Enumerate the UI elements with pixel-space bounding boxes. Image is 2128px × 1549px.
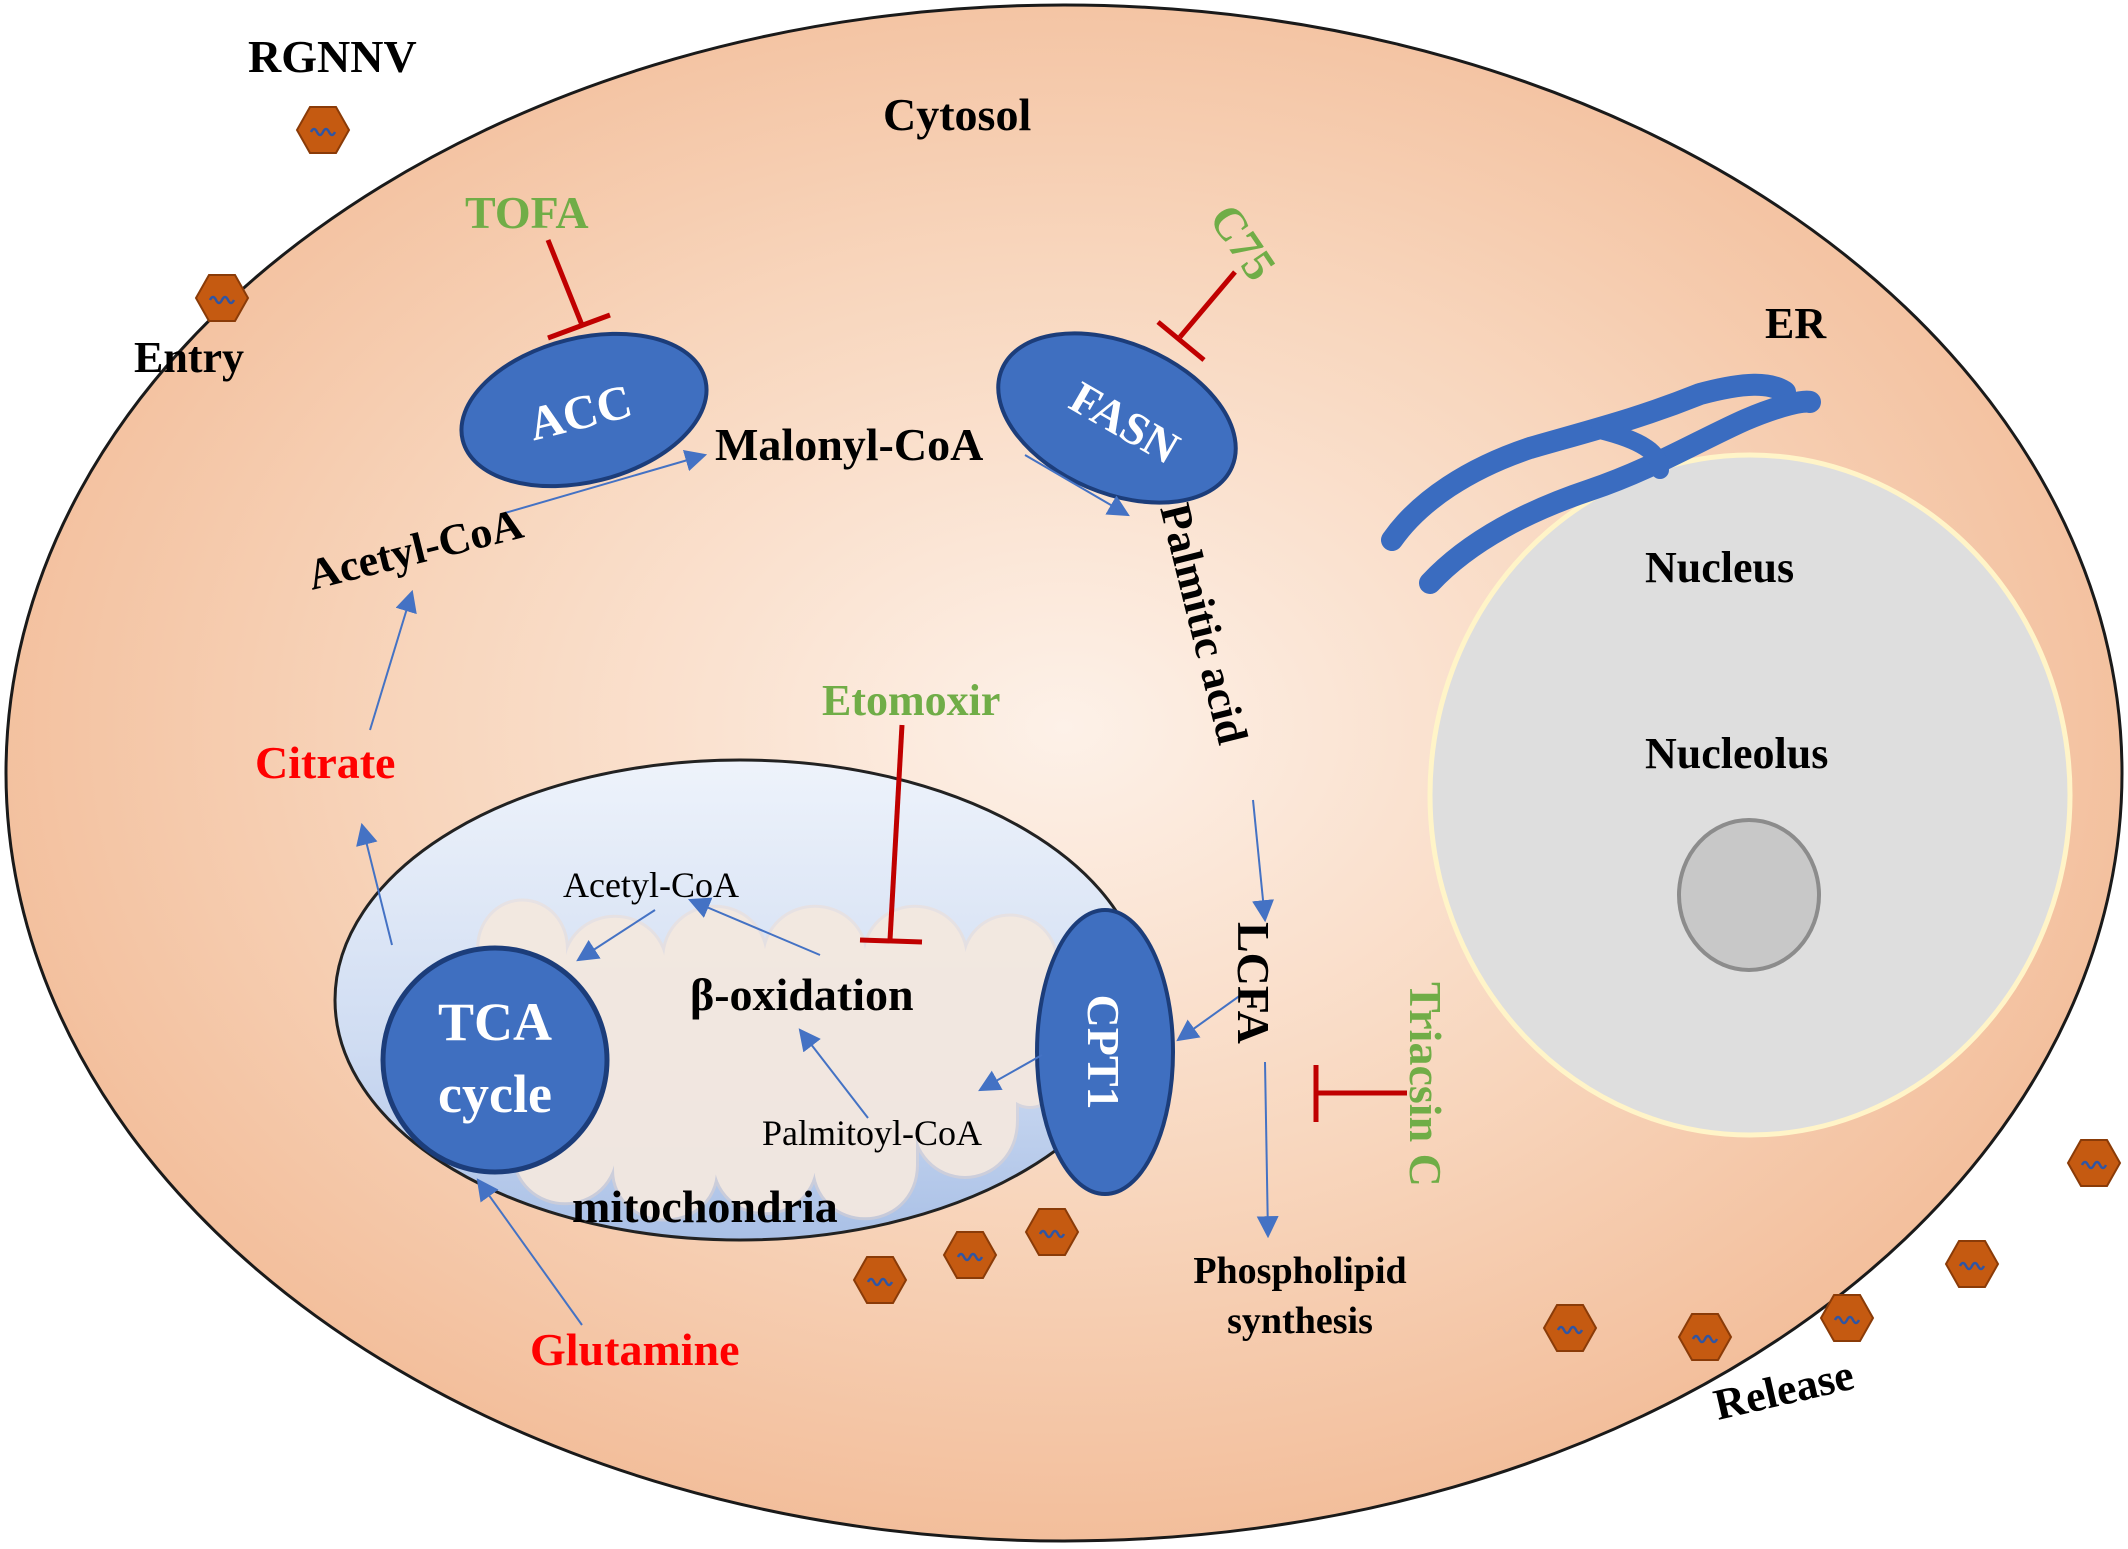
label-tca-line1: TCA: [438, 992, 552, 1052]
cpt1-node: [1035, 908, 1175, 1196]
label-nucleolus: Nucleolus: [1645, 729, 1828, 778]
virus-release-icon: [2066, 1138, 2122, 1188]
arrow-palmitic-to-lcfa: [1252, 799, 1274, 923]
arrow-citrate-to-acetylcoa: [369, 589, 417, 731]
arrow-lcfa-to-cpt1: [1176, 991, 1246, 1042]
label-cytosol: Cytosol: [883, 89, 1031, 140]
tca-cycle-node: [380, 945, 610, 1175]
mitochondrial-cristae: [479, 901, 1056, 1219]
label-tca-line2: cycle: [438, 1064, 552, 1124]
label-beta-oxidation: β-oxidation: [690, 969, 914, 1020]
arrow-betaox-to-acetylcoa: [687, 897, 821, 956]
label-citrate: Citrate: [255, 737, 395, 788]
arrow-lcfa-to-phospholipid: [1256, 1061, 1279, 1239]
label-entry: Entry: [134, 333, 244, 382]
inhibitor-tofa-line: [545, 239, 585, 326]
virus-release-icon: [1944, 1239, 2000, 1289]
inhibitor-etomoxir-line: [887, 724, 905, 941]
label-palmitoylcoa: Palmitoyl-CoA: [762, 1113, 982, 1153]
label-mitochondria: mitochondria: [572, 1181, 838, 1232]
label-malonylcoa: Malonyl-CoA: [715, 419, 983, 470]
inhibitor-etomoxir-bar: [859, 937, 923, 945]
nucleus: [1427, 452, 2073, 1138]
arrow-malonylcoa-to-palmitic: [1024, 454, 1130, 517]
label-cpt1: CPT1: [1078, 995, 1129, 1110]
label-phospholipid-line1: Phospholipid: [1193, 1250, 1406, 1292]
inhibitor-etomoxir-label: Etomoxir: [822, 676, 1000, 725]
arrow-glutamine-to-tca: [476, 1178, 583, 1326]
label-nucleus: Nucleus: [1645, 543, 1794, 592]
inhibitor-c75-line: [1178, 270, 1237, 339]
fasn-node: [996, 331, 1238, 505]
label-lcfa: LCFA: [1228, 922, 1279, 1044]
nucleolus: [1677, 818, 1821, 972]
arrow-acetylcoa-to-malonylcoa: [504, 449, 708, 514]
er-membrane: [1381, 373, 1821, 594]
label-glutamine: Glutamine: [530, 1324, 740, 1375]
arrow-acetylcoa-to-tca: [576, 909, 656, 962]
label-er: ER: [1765, 299, 1827, 348]
label-virus: RGNNV: [248, 31, 417, 82]
label-acetylcoa-mito: Acetyl-CoA: [563, 865, 739, 905]
label-phospholipid-line2: synthesis: [1227, 1300, 1373, 1342]
inhibitor-tofa-label: TOFA: [465, 187, 589, 238]
arrow-cpt1-to-palmitoylcoa: [978, 1054, 1043, 1092]
inhibitor-c75-bar: [1156, 320, 1206, 362]
virus-particle-icon: [295, 105, 351, 155]
arrow-palmitoylcoa-to-betaox: [798, 1028, 869, 1119]
acc-node: [459, 331, 709, 489]
inhibitor-triacsin-label: Triacsin C: [1400, 982, 1451, 1187]
inhibitor-tofa-bar: [547, 312, 611, 341]
arrow-mito-to-citrate: [356, 822, 393, 946]
